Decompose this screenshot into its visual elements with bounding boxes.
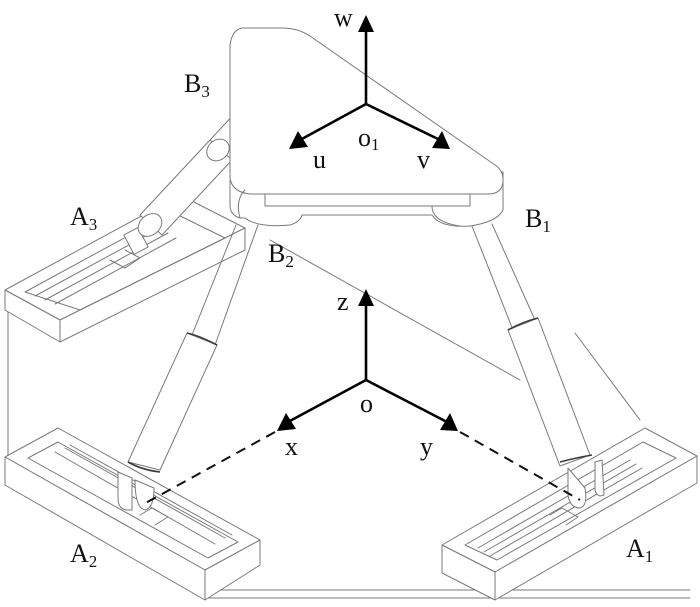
base-frame <box>7 239 691 599</box>
label-b2-sub: 2 <box>285 252 294 271</box>
label-a2-letter: A <box>70 539 89 568</box>
label-b3-letter: B <box>184 69 201 98</box>
label-a1-sub: 1 <box>645 547 654 566</box>
label-w: w <box>334 3 353 32</box>
label-o1-sub: 1 <box>371 135 380 154</box>
leg-1 <box>471 223 605 509</box>
label-b2-letter: B <box>268 239 285 268</box>
label-u: u <box>313 145 326 174</box>
label-b2: B2 <box>268 239 294 271</box>
label-o1: o1 <box>358 123 380 154</box>
moving-frame-axes <box>289 15 450 149</box>
slide-rail-a3 <box>4 194 246 343</box>
label-b3-sub: 3 <box>201 82 210 101</box>
w-arrowhead <box>358 15 374 32</box>
label-o: o <box>360 389 373 418</box>
y-arrowhead <box>440 413 458 431</box>
label-a3-letter: A <box>70 202 89 231</box>
label-b1: B1 <box>525 204 551 236</box>
label-a1: A1 <box>626 534 653 566</box>
label-a3: A3 <box>70 202 97 234</box>
u-arrowhead <box>289 131 308 149</box>
y-axis-extension <box>459 431 581 501</box>
label-a1-letter: A <box>626 534 645 563</box>
labels: w o1 u v z o x y B3 B2 B1 A3 A2 A1 <box>70 3 653 571</box>
label-a3-sub: 3 <box>89 215 98 234</box>
label-y: y <box>420 432 433 461</box>
label-b1-sub: 1 <box>542 217 551 236</box>
moving-platform <box>229 27 504 227</box>
v-arrowhead <box>432 131 450 149</box>
x-axis-extension <box>141 431 276 506</box>
z-arrowhead <box>358 289 374 306</box>
label-z: z <box>337 287 349 316</box>
base-frame-axes <box>141 289 581 506</box>
v-axis <box>364 102 442 142</box>
label-a2-sub: 2 <box>89 552 98 571</box>
y-axis <box>364 378 449 424</box>
label-v: v <box>417 145 430 174</box>
label-x: x <box>285 432 298 461</box>
x-axis <box>286 378 368 424</box>
leg-2 <box>117 224 259 511</box>
label-a2: A2 <box>70 539 97 571</box>
x-arrowhead <box>277 413 296 431</box>
label-b1-letter: B <box>525 204 542 233</box>
u-axis <box>298 102 368 142</box>
label-b3: B3 <box>184 69 210 101</box>
label-o1-letter: o <box>358 123 371 152</box>
